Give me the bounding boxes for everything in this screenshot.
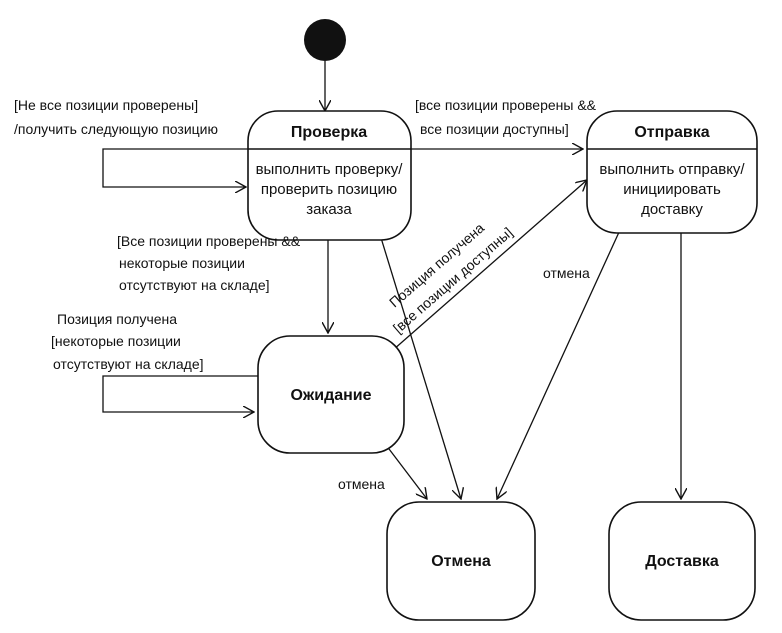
state-check-name: Проверка [291, 124, 367, 141]
state-ship-name: Отправка [634, 124, 709, 141]
label-wait-self-3: отсутствуют на складе] [53, 356, 204, 372]
initial-state [304, 19, 346, 61]
label-check-self: [Не все позиции проверены] /получить сле… [14, 97, 218, 137]
state-delivery: Доставка [608, 501, 756, 621]
label-check-self-action: /получить следующую позицию [14, 121, 218, 137]
label-wait-self: Позиция получена [некоторые позиции отсу… [51, 311, 204, 372]
state-ship-activity-1: выполнить отправку/ [599, 161, 745, 178]
label-check-self-guard: [Не все позиции проверены] [14, 97, 198, 113]
state-cancel: Отмена [386, 501, 536, 621]
label-wait-cancel: отмена [338, 476, 385, 492]
state-check-activity-1: выполнить проверку/ [256, 161, 404, 178]
state-wait: Ожидание [257, 335, 405, 454]
state-ship-activity-3: доставку [641, 201, 703, 218]
state-ship: Отправка выполнить отправку/ инициироват… [586, 110, 758, 234]
state-check-activity-2: проверить позицию [261, 181, 397, 198]
state-delivery-name: Доставка [645, 553, 719, 570]
label-check-to-wait: [Все позиции проверены && некоторые пози… [117, 233, 301, 293]
edge-wait-to-cancel [385, 444, 427, 499]
label-check-to-ship: [все позиции проверены && все позиции до… [415, 97, 597, 137]
label-wait-self-2: [некоторые позиции [51, 333, 181, 349]
transitions [102, 61, 681, 499]
label-check-to-ship-1: [все позиции проверены && [415, 97, 597, 113]
edge-check-to-cancel [377, 227, 461, 499]
state-wait-name: Ожидание [290, 387, 371, 404]
label-check-to-ship-2: все позиции доступны] [420, 121, 569, 137]
state-check: Проверка выполнить проверку/ проверить п… [247, 110, 412, 241]
label-check-to-wait-3: отсутствуют на складе] [119, 277, 270, 293]
edge-wait-self [102, 375, 258, 412]
state-cancel-name: Отмена [431, 553, 491, 570]
label-wait-self-1: Позиция получена [57, 311, 177, 327]
state-ship-activity-2: инициировать [623, 181, 721, 198]
edge-check-self [102, 148, 248, 187]
label-ship-cancel: отмена [543, 265, 590, 281]
label-check-to-wait-2: некоторые позиции [119, 255, 245, 271]
label-check-to-wait-1: [Все позиции проверены && [117, 233, 301, 249]
edge-ship-to-cancel [497, 229, 621, 499]
state-check-activity-3: заказа [306, 201, 352, 218]
edge-wait-to-ship [392, 180, 587, 351]
